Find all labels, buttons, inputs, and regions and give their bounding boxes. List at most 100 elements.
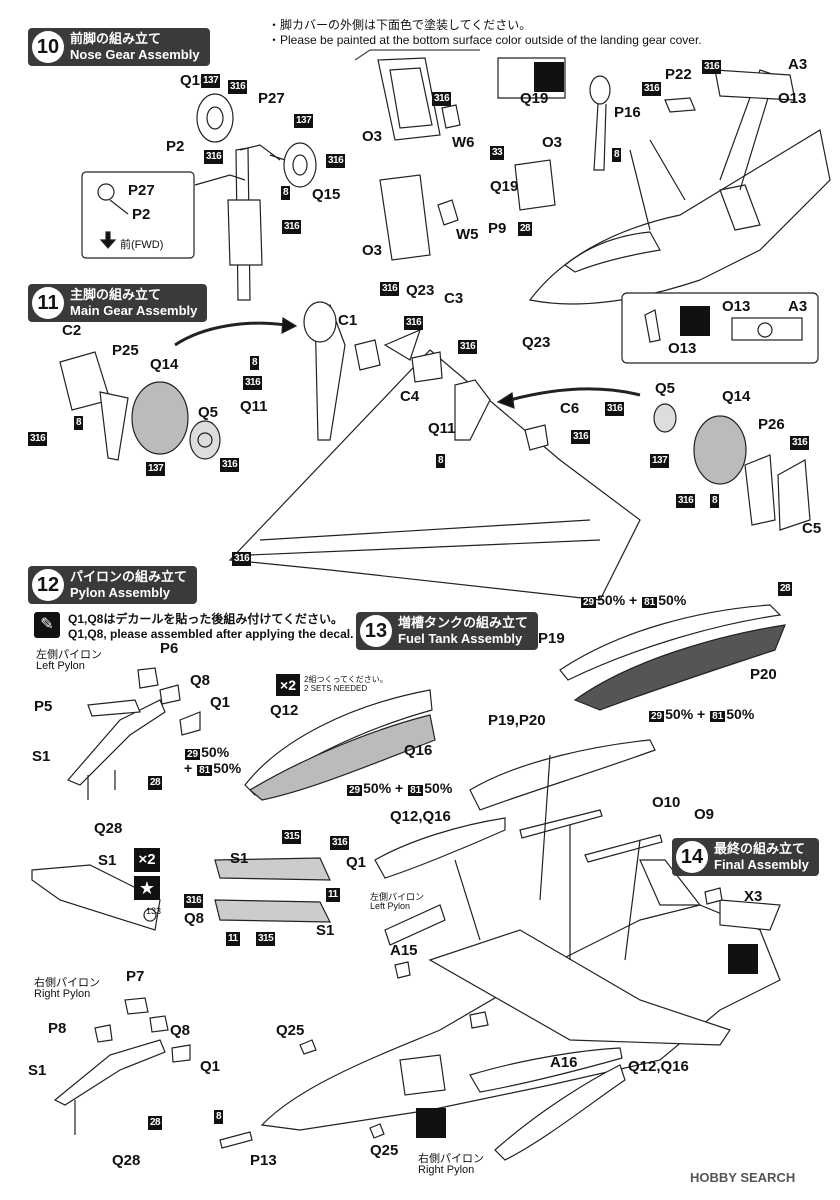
part-label: Q14 — [150, 356, 179, 373]
color-code: 28 — [778, 582, 793, 596]
part-label: Q1 — [346, 854, 367, 871]
part-label: Q25 — [276, 1022, 305, 1039]
pylon-decal-note: Q1,Q8はデカールを貼った後組み付けてください。 Q1,Q8, please … — [30, 612, 353, 642]
part-label: C2 — [62, 322, 82, 339]
color-code: 315 — [256, 932, 276, 946]
part-label: Q8 — [190, 672, 211, 689]
part-label: Q12 — [270, 702, 299, 719]
color-code: 33 — [490, 146, 505, 160]
mix-code: 81 — [642, 597, 658, 608]
part-label: Q8 — [170, 1022, 191, 1039]
step-12-header: 12 パイロンの組み立て Pylon Assembly — [28, 566, 198, 604]
part-label: Q16 — [404, 742, 433, 759]
part-label: S1 — [230, 850, 249, 867]
color-code: 137 — [201, 74, 221, 88]
color-code: 8 — [214, 1110, 224, 1124]
part-label: W6 — [452, 134, 475, 151]
part-label: O10 — [652, 794, 681, 811]
step-title-en: Final Assembly — [714, 857, 809, 872]
mix-code: 29 — [649, 711, 665, 722]
part-label: A16 — [550, 1054, 578, 1071]
note-jp: ・脚カバーの外側は下面色で塗装してください。 — [268, 18, 532, 32]
color-code: 316 — [28, 432, 48, 446]
color-code: 316 — [243, 376, 263, 390]
x2-note-en: 2 SETS NEEDED — [304, 684, 368, 693]
part-label: P2 — [166, 138, 185, 155]
part-label: Q19 — [520, 90, 549, 107]
color-code: 28 — [148, 1116, 163, 1130]
step-title-en: Fuel Tank Assembly — [398, 631, 523, 646]
color-code: 8 — [710, 494, 720, 508]
part-label: A15 — [390, 942, 418, 959]
color-code: 8 — [436, 454, 446, 468]
step-number: 13 — [360, 615, 392, 647]
step-13-header: 13 増槽タンクの組み立て Fuel Tank Assembly — [356, 612, 539, 650]
part-label: Q28 — [112, 1152, 141, 1169]
part-label: P7 — [126, 968, 145, 985]
part-label: A3 — [788, 298, 808, 315]
part-label: P19,P20 — [488, 712, 546, 729]
part-label: Q25 — [370, 1142, 399, 1159]
mix-code: 81 — [710, 711, 726, 722]
part-label: S1 — [32, 748, 51, 765]
color-code: 316 — [432, 92, 452, 106]
part-label: Q23 — [522, 334, 551, 351]
step-title-en: Nose Gear Assembly — [70, 47, 200, 62]
brush-icon: ✎ — [34, 612, 60, 638]
tank-drawing-q12-q16 — [244, 689, 436, 801]
color-code: 316 — [458, 340, 478, 354]
decal-icon — [680, 306, 710, 336]
x2-badge: ×2 — [134, 848, 160, 872]
step-title-jp: 増槽タンクの組み立て — [398, 615, 529, 630]
color-code: 316 — [702, 60, 722, 74]
main-gear-drawing — [59, 301, 811, 601]
color-code: 316 — [790, 436, 810, 450]
part-label: X3 — [744, 888, 763, 905]
note-jp: Q1,Q8はデカールを貼った後組み付けてください。 — [68, 612, 343, 626]
part-label: Q1 — [200, 1058, 221, 1075]
left-pylon-label-en: Left Pylon — [36, 660, 85, 672]
part-label: P16 — [614, 104, 641, 121]
aircraft-nose-drawing — [528, 69, 831, 305]
step-14-header: 14 最終の組み立て Final Assembly — [672, 838, 819, 876]
part-label: P27 — [128, 182, 155, 199]
part-label: Q19 — [490, 178, 519, 195]
fuel-tank-drawing — [374, 604, 786, 879]
color-code: 316 — [605, 402, 625, 416]
star-icon: ★ — [134, 876, 160, 900]
mix-pct: 50% — [363, 780, 392, 796]
right-pylon-label-jp: 右側パイロン — [34, 977, 100, 989]
part-label: Q12,Q16 — [628, 1058, 689, 1075]
part-label: Q11 — [240, 398, 268, 415]
color-code: 316 — [282, 220, 302, 234]
decal-icon — [728, 944, 758, 974]
mix-pct: 50% — [424, 780, 453, 796]
mix-code: 29 — [185, 749, 201, 760]
part-label: P26 — [758, 416, 785, 433]
step-title-jp: 前脚の組み立て — [70, 31, 162, 46]
o13-detail-box — [621, 292, 819, 364]
left-pylon-small-jp: 左側パイロン — [370, 892, 425, 902]
color-code: 137 — [146, 462, 166, 476]
part-label: P13 — [250, 1152, 277, 1169]
step-title-jp: パイロンの組み立て — [70, 569, 188, 584]
part-label: O13 — [778, 90, 807, 107]
part-label: W5 — [456, 226, 479, 243]
part-label: C4 — [400, 388, 420, 405]
nose-gear-drawing — [194, 93, 317, 301]
left-pylon-drawing — [67, 667, 201, 800]
note-en: ・Please be painted at the bottom surface… — [268, 33, 702, 47]
note-en: Q1,Q8, please assembled after applying t… — [68, 627, 354, 641]
part-label: S1 — [98, 852, 117, 869]
color-code: 137 — [650, 454, 670, 468]
color-code: 316 — [676, 494, 696, 508]
step-number: 14 — [676, 841, 708, 873]
right-pylon-drawing — [53, 997, 191, 1135]
part-label: Q5 — [198, 404, 219, 421]
color-code: 315 — [282, 830, 302, 844]
fwd-label: 前(FWD) — [120, 239, 164, 251]
step-11-header: 11 主脚の組み立て Main Gear Assembly — [28, 284, 208, 322]
